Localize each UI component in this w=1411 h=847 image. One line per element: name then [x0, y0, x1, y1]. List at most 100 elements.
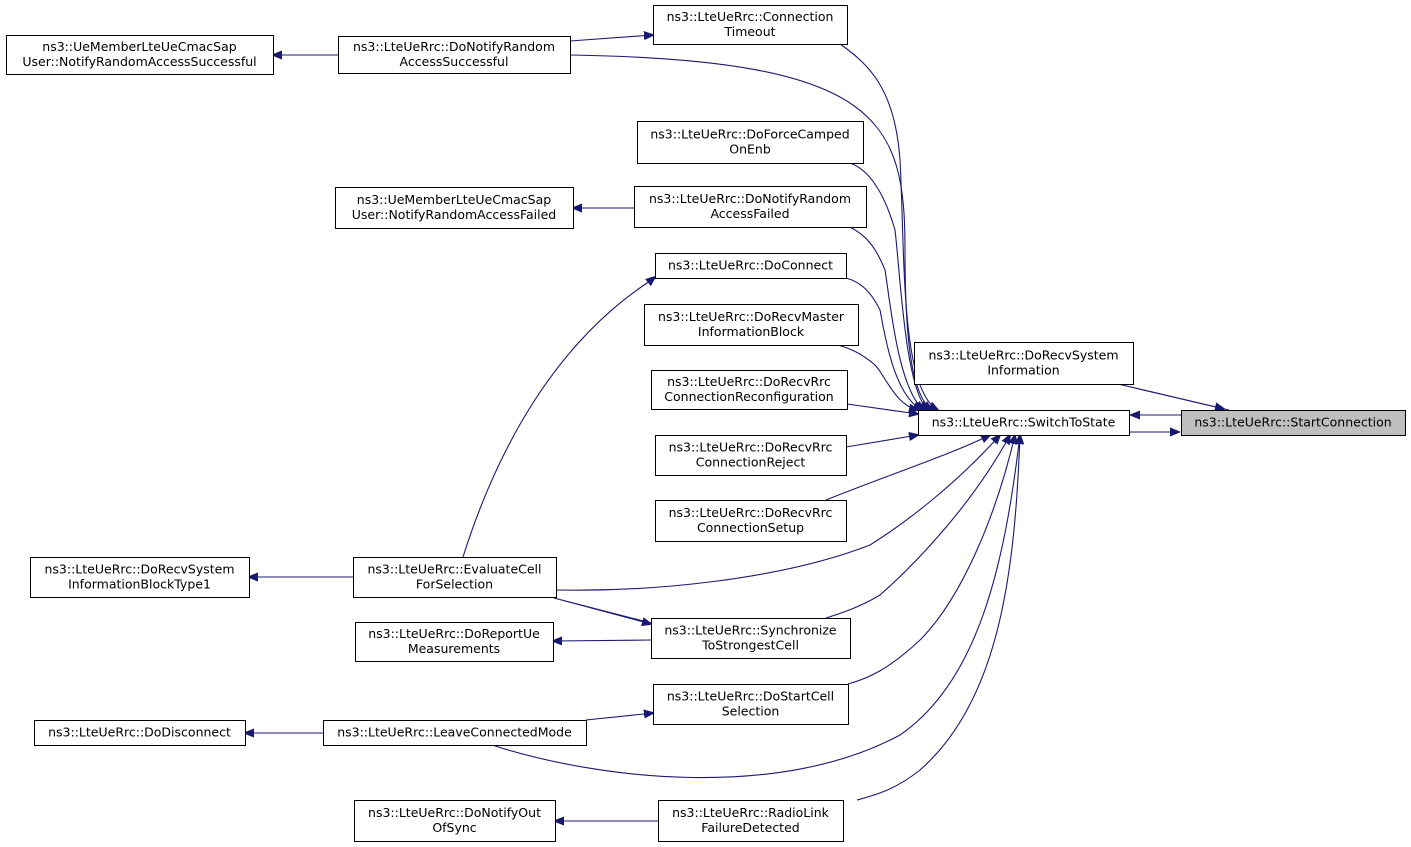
node-box: [655, 253, 847, 279]
node-label-line: AccessSuccessful: [400, 54, 509, 69]
node-label-line: ns3::LteUeRrc::SwitchToState: [932, 415, 1116, 430]
node-box: [914, 342, 1134, 385]
edge-synchronize_to_strongest_cell-to-evaluate_cell_for_selection: [553, 597, 651, 624]
node-label-line: ns3::UeMemberLteUeCmacSap: [357, 192, 551, 207]
edge-switch_to_state-to-do_recv_mib: [837, 344, 918, 410]
node-label-line: ns3::LteUeRrc::DoRecvRrc: [667, 374, 831, 389]
node-label-line: User::NotifyRandomAccessFailed: [352, 207, 556, 222]
node-cmac-notify-ra-successful[interactable]: ns3::UeMemberLteUeCmacSapUser::NotifyRan…: [6, 35, 274, 75]
node-label-line: ns3::LteUeRrc::StartConnection: [1194, 415, 1391, 430]
edge-do_start_cell_selection-to-leave_connected_mode: [585, 713, 653, 721]
node-do-notify-random-access-failed[interactable]: ns3::LteUeRrc::DoNotifyRandomAccessFaile…: [634, 186, 867, 228]
edge-switch_to_state-to-do_recv_rrc_reject: [845, 435, 918, 448]
node-box: [338, 36, 571, 74]
node-do-recv-mib[interactable]: ns3::LteUeRrc::DoRecvMasterInformationBl…: [644, 304, 859, 346]
node-label-line: OnEnb: [729, 142, 771, 157]
node-label-line: OfSync: [432, 820, 476, 835]
edge-switch_to_state-to-radio_link_failure_detected: [856, 435, 1020, 801]
node-box: [658, 800, 844, 842]
node-label-line: Timeout: [723, 24, 775, 39]
node-label-line: ConnectionReject: [696, 455, 806, 470]
node-label-line: ns3::LteUeRrc::DoRecvRrc: [669, 440, 833, 455]
nodes-layer: ns3::LteUeRrc::StartConnectionns3::LteUe…: [6, 5, 1406, 842]
node-start-connection[interactable]: ns3::LteUeRrc::StartConnection: [1181, 410, 1406, 436]
node-box: [34, 720, 246, 746]
node-label-line: ns3::LteUeRrc::DoRecvRrc: [669, 505, 833, 520]
node-label-line: ns3::LteUeRrc::LeaveConnectedMode: [337, 725, 572, 740]
node-label-line: ns3::LteUeRrc::DoDisconnect: [48, 725, 231, 740]
node-label-line: ns3::LteUeRrc::DoRecvSystem: [928, 348, 1118, 363]
node-box: [653, 684, 849, 725]
node-label-line: ForSelection: [416, 577, 493, 592]
node-box: [354, 800, 556, 842]
node-label-line: ns3::LteUeRrc::Synchronize: [664, 623, 837, 638]
edge-start_connection-to-do_recv_system_information: [1117, 383, 1230, 410]
node-label-line: InformationBlock: [698, 324, 805, 339]
edges-layer: [245, 35, 1230, 821]
node-label-line: ns3::LteUeRrc::DoNotifyRandom: [649, 191, 851, 206]
node-box: [355, 622, 554, 662]
node-box: [651, 370, 848, 410]
node-label-line: ns3::LteUeRrc::DoConnect: [668, 258, 833, 273]
edge-switch_to_state-to-leave_connected_mode: [491, 435, 1020, 779]
node-label-line: ns3::LteUeRrc::DoNotifyRandom: [353, 39, 555, 54]
node-switch-to-state[interactable]: ns3::LteUeRrc::SwitchToState: [918, 410, 1130, 436]
node-label-line: ns3::LteUeRrc::DoReportUe: [368, 626, 540, 641]
node-label-line: ns3::LteUeRrc::DoNotifyOut: [368, 805, 541, 820]
edge-switch_to_state-to-do_recv_rrc_setup: [825, 435, 990, 501]
node-label-line: ns3::LteUeRrc::RadioLink: [672, 805, 830, 820]
node-box: [655, 435, 847, 476]
edge-switch_to_state-to-do_recv_rrc_reconfig: [846, 403, 918, 414]
node-label-line: AccessFailed: [710, 206, 789, 221]
node-label-line: ns3::LteUeRrc::Connection: [667, 9, 834, 24]
node-label-line: ToStrongestCell: [701, 638, 799, 653]
node-synchronize-to-strongest-cell[interactable]: ns3::LteUeRrc::SynchronizeToStrongestCel…: [651, 618, 851, 659]
node-box: [634, 186, 867, 228]
node-label-line: FailureDetected: [701, 820, 799, 835]
node-label-line: User::NotifyRandomAccessSuccessful: [22, 54, 256, 69]
node-label-line: ns3::LteUeRrc::DoForceCamped: [650, 127, 849, 142]
node-box: [644, 304, 859, 346]
node-label-line: ConnectionReconfiguration: [664, 389, 833, 404]
edge-switch_to_state-to-do_notify_random_access_successful: [569, 54, 932, 410]
node-box: [651, 618, 851, 659]
node-label-line: Information: [987, 363, 1059, 378]
node-box: [653, 5, 848, 45]
node-box: [918, 410, 1130, 436]
node-box: [637, 121, 864, 164]
node-label-line: ConnectionSetup: [697, 520, 804, 535]
edge-switch_to_state-to-evaluate_cell_for_selection: [555, 435, 1000, 591]
edge-do_notify_random_access_successful-to-connection_timeout: [569, 35, 653, 42]
node-do-recv-rrc-reconfig[interactable]: ns3::LteUeRrc::DoRecvRrcConnectionReconf…: [651, 370, 848, 410]
node-label-line: ns3::LteUeRrc::DoRecvSystem: [44, 562, 234, 577]
node-do-notify-random-access-successful[interactable]: ns3::LteUeRrc::DoNotifyRandomAccessSucce…: [338, 36, 571, 74]
node-label-line: ns3::LteUeRrc::EvaluateCell: [367, 562, 541, 577]
node-leave-connected-mode[interactable]: ns3::LteUeRrc::LeaveConnectedMode: [323, 720, 587, 746]
node-do-disconnect[interactable]: ns3::LteUeRrc::DoDisconnect: [34, 720, 246, 746]
node-do-recv-sib1[interactable]: ns3::LteUeRrc::DoRecvSystemInformationBl…: [30, 557, 250, 598]
edge-switch_to_state-to-synchronize_to_strongest_cell: [825, 435, 1010, 619]
node-box: [335, 187, 574, 229]
node-label-line: Measurements: [408, 641, 500, 656]
node-cmac-notify-ra-failed[interactable]: ns3::UeMemberLteUeCmacSapUser::NotifyRan…: [335, 187, 574, 229]
node-box: [6, 35, 274, 75]
edge-synchronize_to_strongest_cell-to-do_report_ue_measurements: [553, 640, 652, 641]
node-label-line: ns3::LteUeRrc::DoRecvMaster: [658, 309, 845, 324]
node-box: [655, 500, 847, 542]
node-do-connect[interactable]: ns3::LteUeRrc::DoConnect: [655, 253, 847, 279]
node-label-line: Selection: [722, 704, 780, 719]
edge-switch_to_state-to-do_start_cell_selection: [847, 435, 1015, 685]
edge-do_connect-to-evaluate_cell_for_selection: [462, 277, 655, 558]
node-label-line: ns3::UeMemberLteUeCmacSap: [42, 39, 236, 54]
node-label-line: ns3::LteUeRrc::DoStartCell: [667, 689, 834, 704]
